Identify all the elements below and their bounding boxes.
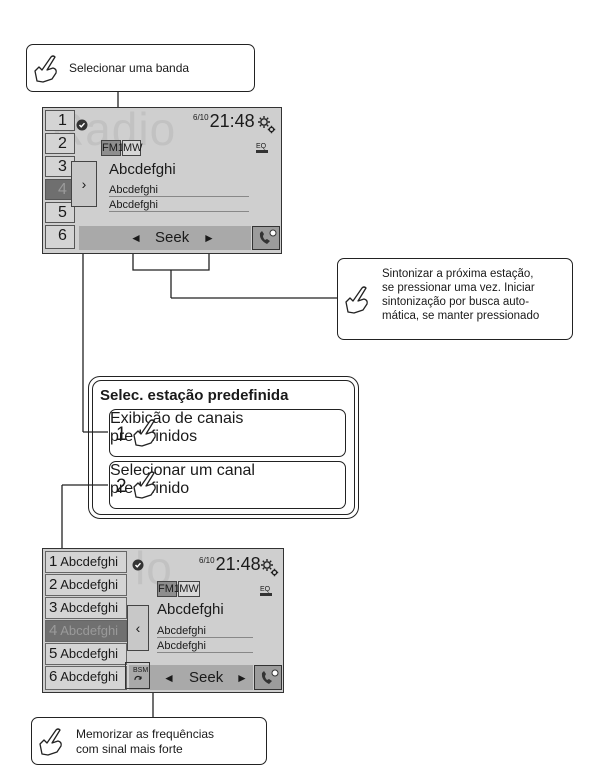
phone-icon (261, 669, 279, 684)
step-number: 2 (116, 476, 127, 497)
phone-button[interactable] (254, 665, 282, 690)
station-name: Abcdefghi (157, 601, 224, 618)
preset-label: Abcdefghi (60, 669, 119, 684)
station-info-1: Abcdefghi (157, 625, 253, 638)
preset-list-tab-button[interactable]: ‹ (127, 605, 149, 651)
hand-pointer-icon (34, 55, 57, 83)
date: 6/10 (199, 556, 215, 565)
check-circle-icon (132, 559, 144, 571)
eq-icon[interactable]: EQ (260, 586, 271, 593)
seek-right-button[interactable]: ► (236, 671, 248, 685)
phone-icon (259, 229, 277, 244)
preset-button-6[interactable]: 6 (45, 225, 75, 249)
callout-text-line-2: com sinal mais forte (76, 742, 183, 756)
preset-label: Abcdefghi (60, 646, 119, 661)
step-text-line-1: Selecionar um canal (110, 462, 255, 479)
preset-number: 6 (49, 668, 58, 685)
preset-button-2[interactable]: 2 (45, 133, 75, 154)
callout-text-line-4: mática, se manter pressionado (382, 310, 540, 322)
preset-button-2[interactable]: 2 Abcdefghi (45, 574, 127, 596)
radio-screen-2: lo 1 Abcdefghi 2 Abcdefghi 3 Abcdefghi 4… (42, 542, 284, 693)
gear-icon[interactable] (257, 115, 277, 135)
station-info-1: Abcdefghi (109, 184, 249, 197)
step-number: 1 (116, 424, 127, 445)
seek-right-button[interactable]: ► (203, 231, 215, 245)
check-circle-icon (76, 119, 88, 131)
band-fm1-button[interactable]: FM1 (157, 581, 180, 597)
preset-button-5[interactable]: 5 Abcdefghi (45, 643, 127, 665)
preset-station-steps: Selec. estação predefinida 1 Exibição de… (88, 376, 359, 519)
preset-label: Abcdefghi (60, 554, 119, 569)
preset-label: Abcdefghi (60, 600, 119, 615)
time: 21:48 (215, 554, 261, 574)
preset-number: 5 (49, 645, 58, 662)
bsm-highlight (125, 662, 150, 689)
seek-left-button[interactable]: ◄ (163, 671, 175, 685)
band-mw-button[interactable]: MW (178, 581, 200, 597)
preset-station-steps-inner: Selec. estação predefinida 1 Exibição de… (92, 380, 355, 515)
callout-select-band: Selecionar uma banda (26, 44, 255, 92)
bsm-button[interactable]: BSM (133, 667, 148, 687)
bsm-label: BSM (133, 667, 149, 674)
hand-pointer-icon (39, 728, 62, 756)
preset-button-1[interactable]: 1 (45, 110, 75, 131)
section-title: Selec. estação predefinida (100, 387, 289, 404)
hand-pointer-icon (133, 471, 156, 499)
seek-label: Seek (189, 669, 224, 686)
radio-screen-1: Radio 1 2 3 4 5 6 FM1 MW 6/1021:48 EQ › … (42, 103, 282, 254)
callout-text-line-2: se pressionar uma vez. Iniciar (382, 282, 535, 294)
eq-icon-bar (260, 593, 272, 596)
preset-label: Abcdefghi (60, 577, 119, 592)
band-fm1-button[interactable]: FM1 (101, 140, 124, 156)
eq-icon[interactable]: EQ (256, 143, 267, 150)
time: 21:48 (209, 111, 255, 131)
preset-button-3[interactable]: 3 Abcdefghi (45, 597, 127, 619)
preset-button-5[interactable]: 5 (45, 202, 75, 223)
station-info-2: Abcdefghi (109, 199, 249, 212)
clock: 6/1021:48 (193, 111, 255, 132)
date: 6/10 (193, 113, 209, 122)
step-2: 2 Selecionar um canal predefinido (109, 461, 346, 509)
band-mw-button[interactable]: MW (122, 140, 143, 156)
callout-text-line-1: Memorizar as frequências (76, 727, 215, 741)
station-info-2: Abcdefghi (157, 640, 253, 653)
preset-number: 2 (49, 576, 58, 593)
refresh-icon (134, 675, 142, 681)
callout-seek: Sintonizar a próxima estação, se pressio… (337, 258, 573, 340)
callout-memorize: Memorizar as frequências com sinal mais … (31, 717, 267, 765)
seek-bar (79, 226, 251, 250)
callout-text-line-3: sintonização por busca auto- (382, 296, 530, 308)
seek-label: Seek (155, 229, 190, 246)
phone-button[interactable] (252, 226, 280, 250)
step-text-line-1: Exibição de canais (110, 410, 244, 427)
step-1: 1 Exibição de canais predefinidos (109, 409, 346, 457)
eq-icon-bar (256, 150, 268, 153)
preset-number: 4 (49, 622, 58, 639)
station-name: Abcdefghi (109, 161, 176, 178)
preset-button-4[interactable]: 4 Abcdefghi (45, 620, 127, 642)
callout-text-line-1: Sintonizar a próxima estação, (382, 268, 534, 280)
gear-icon[interactable] (260, 558, 280, 578)
clock: 6/1021:48 (199, 554, 261, 575)
preset-number: 1 (49, 553, 58, 570)
preset-button-1[interactable]: 1 Abcdefghi (45, 551, 127, 573)
callout-text: Selecionar uma banda (69, 61, 190, 75)
hand-pointer-icon (133, 419, 156, 447)
preset-number: 3 (49, 599, 58, 616)
preset-button-6[interactable]: 6 Abcdefghi (45, 666, 127, 690)
preset-list-tab-button[interactable]: › (71, 161, 97, 207)
seek-left-button[interactable]: ◄ (130, 231, 142, 245)
hand-pointer-icon (345, 286, 368, 314)
preset-label: Abcdefghi (60, 623, 119, 638)
